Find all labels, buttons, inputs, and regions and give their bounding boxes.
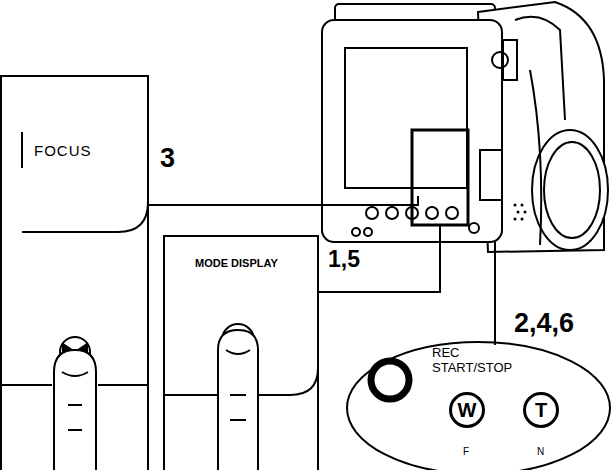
speaker-holes (514, 204, 527, 221)
lens-inner (544, 142, 600, 238)
node-text: FOCUS (34, 142, 92, 159)
eyepiece (492, 52, 508, 68)
panel-button (386, 207, 398, 219)
callout-number: 1,5 (328, 246, 360, 273)
button-sublabel: F (463, 446, 469, 457)
mode-inset (165, 324, 318, 470)
camcorder (322, 2, 608, 252)
zoom-button: W (449, 392, 485, 428)
zoom-button: T (523, 392, 559, 428)
leader-line (318, 226, 440, 292)
hand-strap (515, 17, 565, 120)
lens (532, 130, 608, 250)
node-text: T (535, 399, 547, 422)
lcd-panel (322, 20, 502, 242)
panel-curve (22, 202, 148, 232)
remote-ellipse (347, 342, 610, 470)
focus-inset (0, 132, 148, 470)
node-text: REC START/STOP (432, 346, 524, 376)
panel-button (426, 207, 438, 219)
callout-number: 3 (160, 143, 175, 174)
remote-panel: REC START/STOP W T (345, 340, 612, 470)
highlight-frame (412, 130, 468, 225)
hand-strap (530, 70, 541, 245)
side-switch (503, 40, 517, 80)
side-switch (480, 150, 502, 200)
leader-lines (148, 196, 495, 345)
leader-line (494, 242, 496, 345)
finger (54, 350, 96, 470)
lcd-screen (345, 48, 467, 188)
panel-button (364, 228, 372, 236)
finger-lines (226, 350, 250, 420)
callout-number: 2,4,6 (514, 308, 574, 339)
panel-button (469, 223, 479, 233)
node-text: W (458, 399, 477, 422)
node-text: MODE DISPLAY (195, 257, 278, 270)
mode-display-panel: MODE DISPLAY (163, 235, 319, 470)
panel-button (366, 207, 378, 219)
leader-line (148, 196, 418, 205)
finger-lines (62, 372, 88, 430)
focus-panel: FOCUS (0, 75, 149, 470)
panel-button (352, 228, 360, 236)
label-bar (21, 132, 23, 168)
finger (218, 330, 258, 470)
panel-button (446, 207, 458, 219)
button-sublabel: N (537, 446, 544, 457)
